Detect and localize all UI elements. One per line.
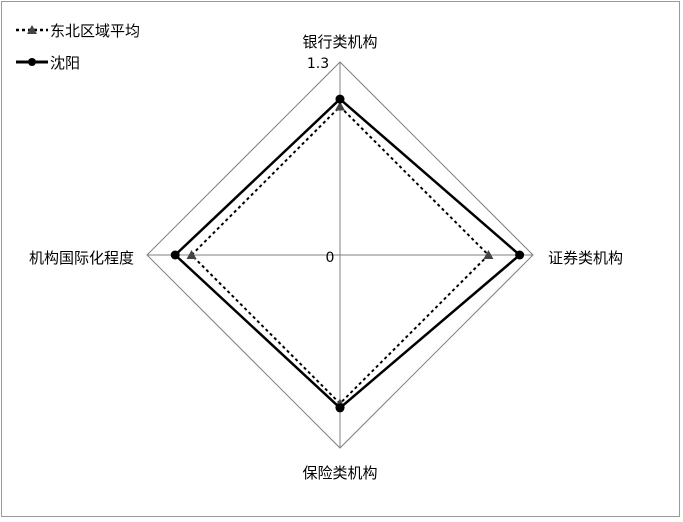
legend-marker-circle [28, 58, 36, 66]
series-marker-triangle [483, 250, 494, 259]
axis-label: 证券类机构 [548, 249, 623, 267]
tick-label-min: 0 [326, 250, 335, 266]
legend-marker-triangle [27, 25, 37, 34]
axis-label: 银行类机构 [302, 33, 377, 51]
series-marker-triangle [335, 101, 345, 111]
series-marker-circle [335, 94, 345, 104]
axis-label: 保险类机构 [302, 464, 377, 482]
series-marker-triangle [186, 250, 197, 259]
series-line [173, 97, 522, 410]
radar-series [170, 94, 525, 413]
legend-label: 东北区域平均 [50, 22, 140, 40]
axis-label: 机构国际化程度 [29, 249, 134, 267]
tick-label-max: 1.3 [307, 56, 329, 72]
series-marker-circle [335, 403, 345, 413]
legend-label: 沈阳 [50, 54, 80, 72]
series-marker-circle [170, 250, 180, 260]
series-marker-circle [515, 250, 525, 260]
radar-grid [146, 61, 534, 449]
series-line [190, 105, 490, 405]
